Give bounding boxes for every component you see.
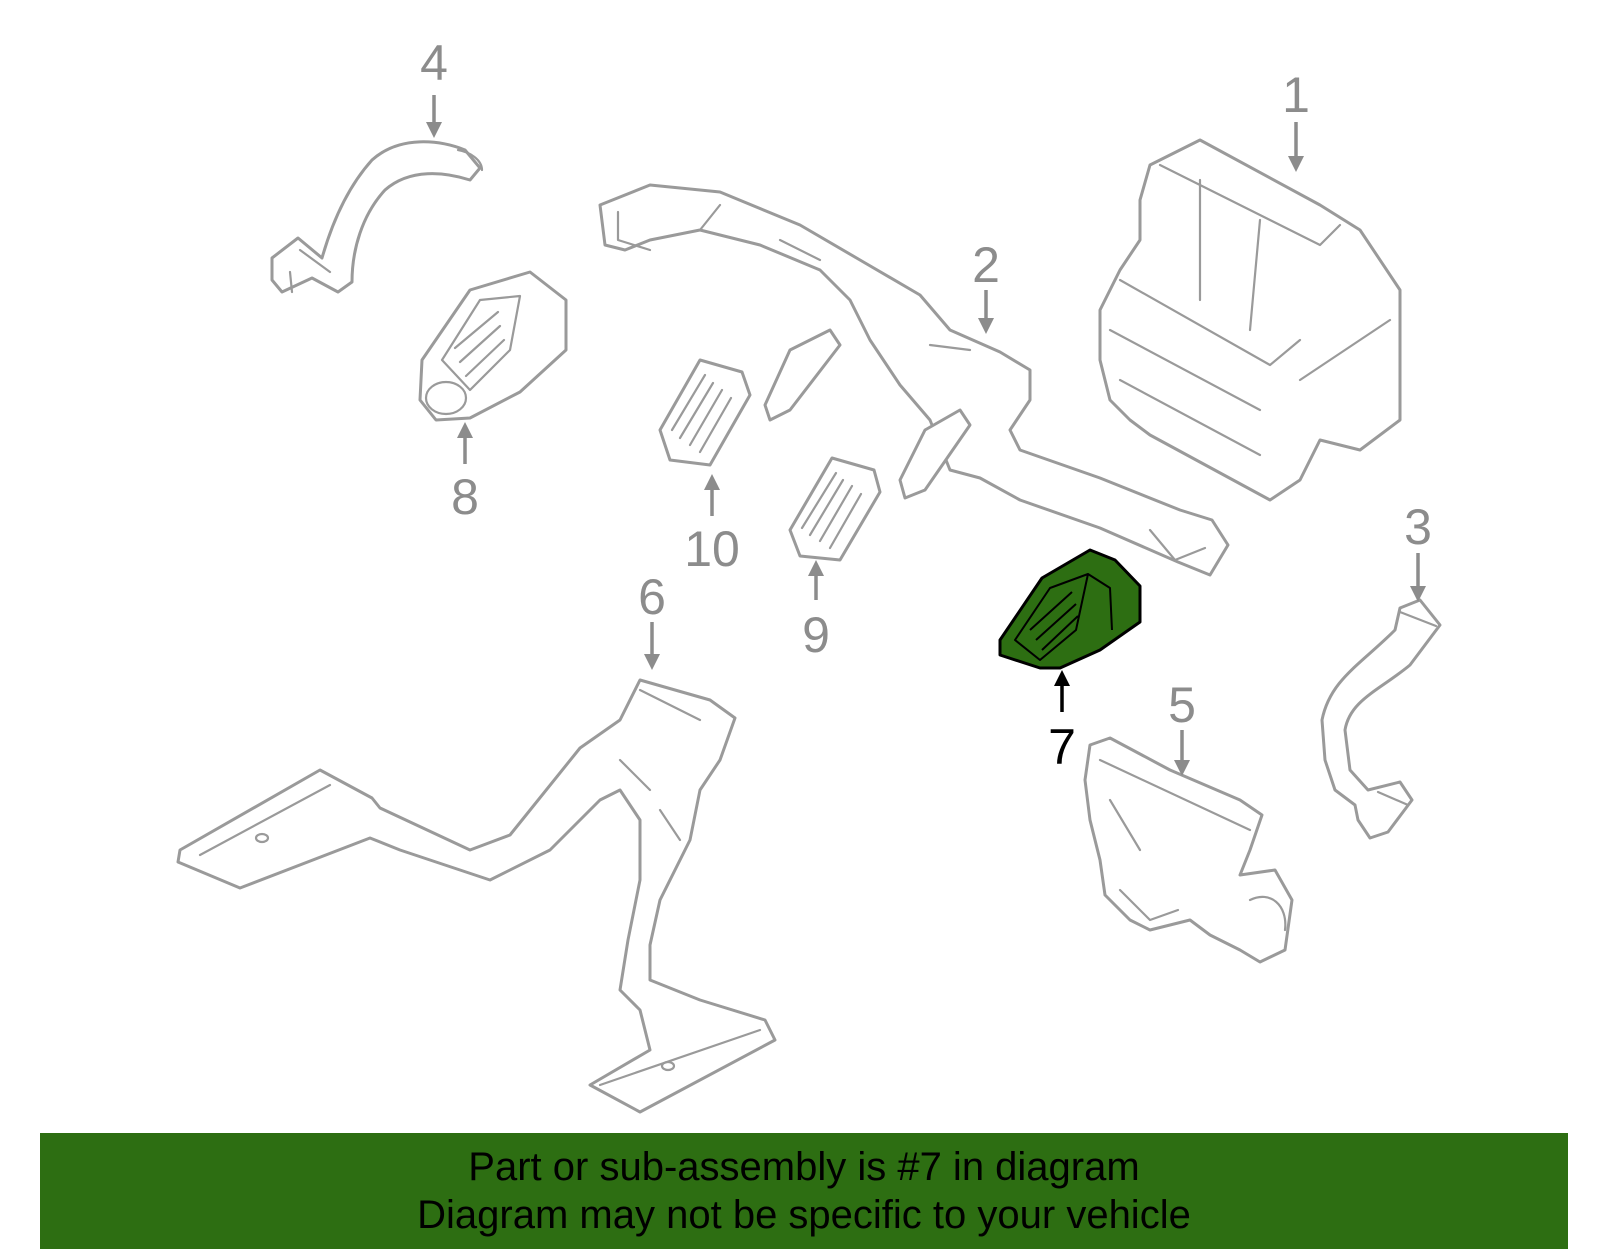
info-banner: Part or sub-assembly is #7 in diagram Di… <box>40 1133 1568 1249</box>
callout-5-label: 5 <box>1168 677 1196 733</box>
part-6-floor-duct[interactable] <box>176 678 777 1114</box>
part-3-duct[interactable] <box>1320 598 1442 840</box>
callout-6: 6 <box>638 569 666 670</box>
part-2-main-duct[interactable] <box>598 183 1230 577</box>
callout-1: 1 <box>1282 67 1310 172</box>
part-7-highlighted-vent[interactable] <box>998 548 1142 670</box>
callout-5: 5 <box>1168 677 1196 776</box>
callout-7-label: 7 <box>1048 719 1076 775</box>
part-5-rear-duct[interactable] <box>1083 736 1294 964</box>
part-1-hvac-housing[interactable] <box>1098 138 1402 502</box>
callout-6-label: 6 <box>638 569 666 625</box>
callout-1-label: 1 <box>1282 67 1310 123</box>
callout-2: 2 <box>972 237 1000 334</box>
callout-3: 3 <box>1404 499 1432 602</box>
callout-8-label: 8 <box>451 469 479 525</box>
callout-8: 8 <box>451 422 479 525</box>
part-9-center-vent[interactable] <box>788 456 882 562</box>
callout-9: 9 <box>802 560 830 663</box>
callout-2-label: 2 <box>972 237 1000 293</box>
part-10-center-vent[interactable] <box>658 358 752 467</box>
part-4-duct[interactable] <box>270 140 484 294</box>
callout-7: 7 <box>1048 670 1076 775</box>
callout-4-label: 4 <box>420 35 448 91</box>
callout-3-label: 3 <box>1404 499 1432 555</box>
callout-4: 4 <box>420 35 448 138</box>
callout-9-label: 9 <box>802 607 830 663</box>
part-8-side-vent[interactable] <box>418 270 568 422</box>
callout-10: 10 <box>684 474 740 577</box>
callout-10-label: 10 <box>684 521 740 577</box>
banner-line-1: Part or sub-assembly is #7 in diagram <box>468 1145 1140 1189</box>
banner-line-2: Diagram may not be specific to your vehi… <box>417 1193 1191 1237</box>
